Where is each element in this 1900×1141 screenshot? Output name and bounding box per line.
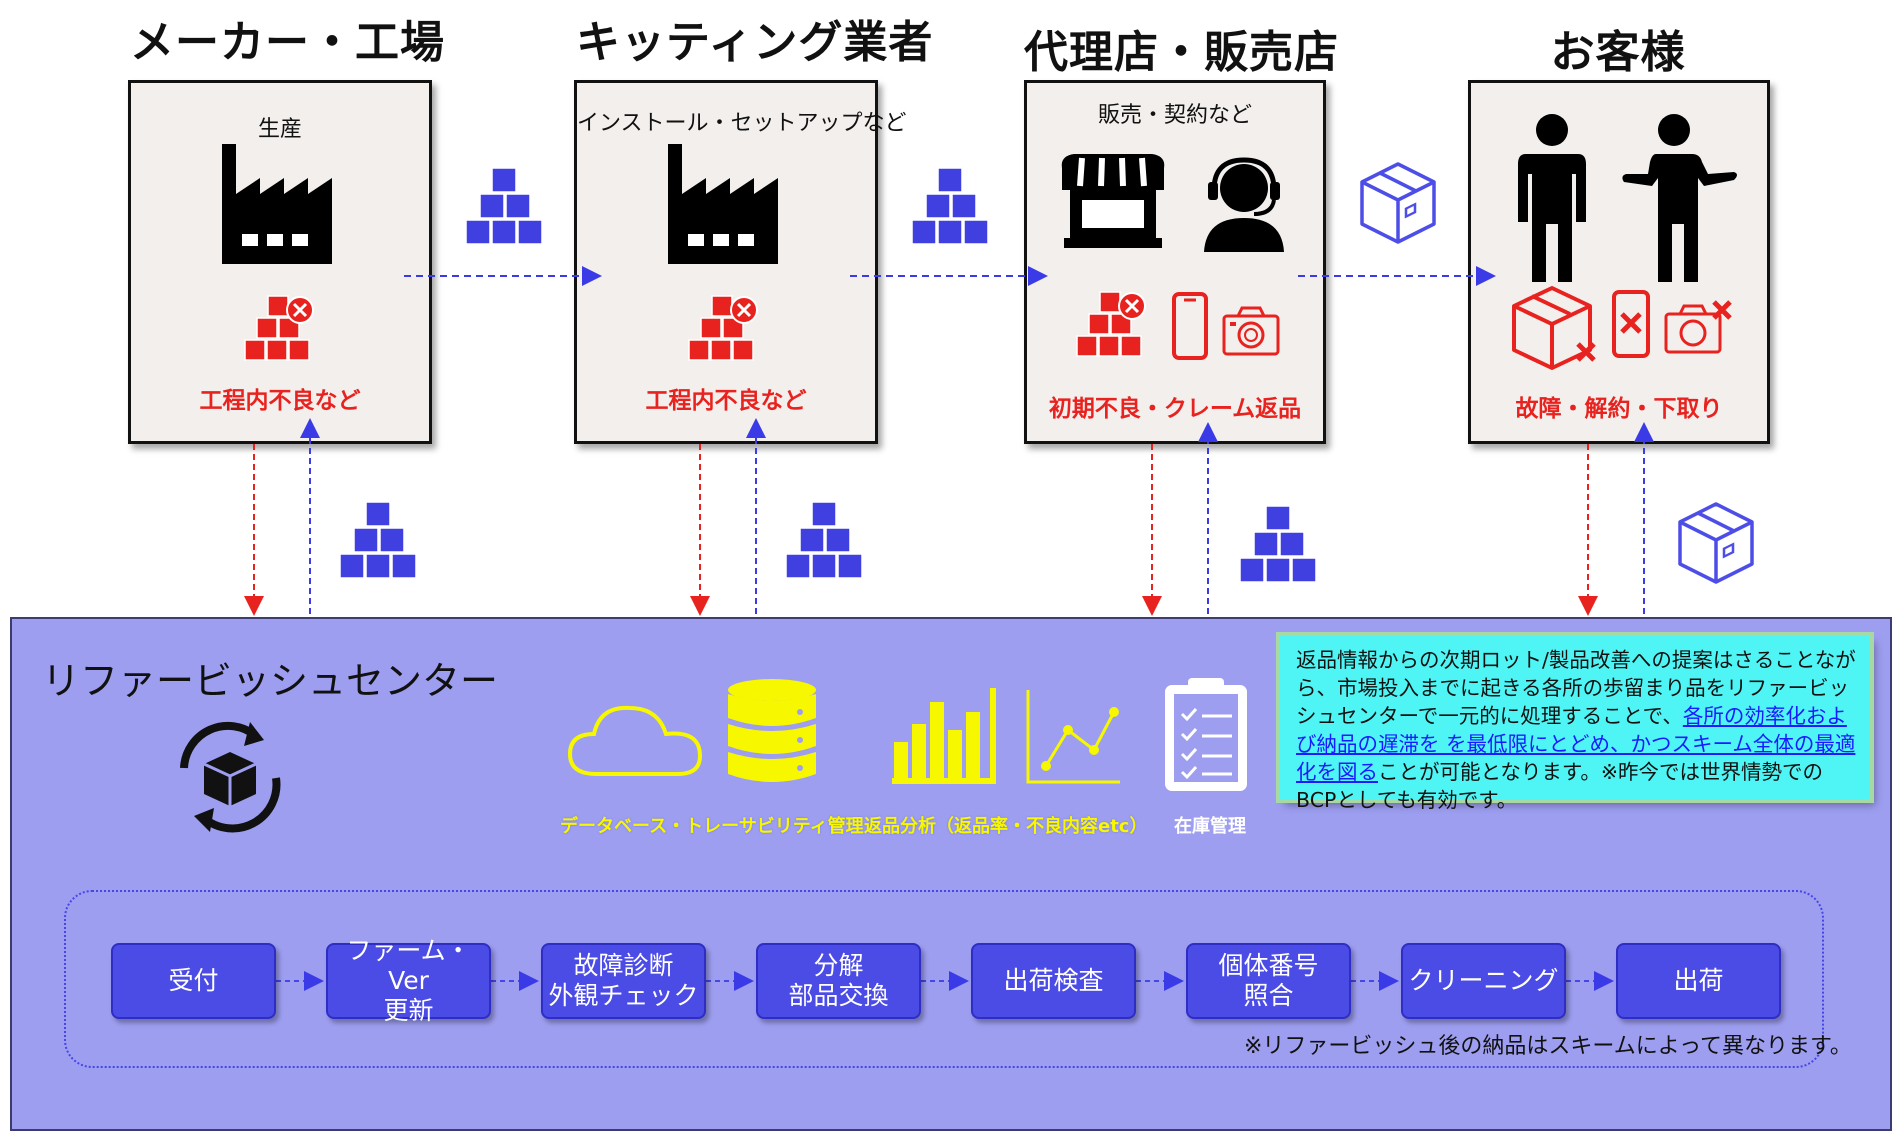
package-icon [1512, 286, 1596, 370]
person-icon [1518, 114, 1586, 282]
package-icon [1360, 162, 1436, 244]
cloud-icon [567, 705, 703, 776]
box-pyramid-icon [785, 501, 863, 579]
stage-box-dealer: 販売・契約など 初期不良・クレーム返品 [1024, 80, 1326, 444]
stage-subtitle: 生産 [257, 117, 302, 142]
box-pyramid-icon [339, 501, 417, 579]
box-error-icon [687, 294, 759, 362]
stage-title-maker: メーカー・工場 [130, 17, 445, 68]
stage-subtitle: 販売・契約など [1097, 103, 1252, 128]
box-error-icon [243, 294, 315, 362]
process-step-serial-check: 個体番号 照合 [1186, 943, 1351, 1019]
process-step-cleaning: クリーニング [1401, 943, 1566, 1019]
stage-issue: 工程内不良など [199, 388, 361, 414]
smartphone-icon [1172, 292, 1208, 360]
tool-label-database: データベース・トレーサビリティ管理 [560, 816, 864, 837]
stage-title-kitting: キッティング業者 [576, 17, 934, 68]
stage-title-customer: お客様 [1550, 27, 1686, 78]
refurbish-cycle-icon [180, 721, 281, 833]
stage-issue: 工程内不良など [645, 388, 807, 414]
process-step-reception: 受付 [111, 943, 276, 1019]
process-frame [64, 890, 1824, 1068]
note-text: 返品情報からの次期ロット/製品改善への提案はさることながら、市場投入までに起きる… [1296, 648, 1856, 728]
headset-operator-icon [1204, 157, 1284, 252]
note-text-end: ことが可能となります。※昨今では世界情勢でのBCPとしても有効です。 [1296, 760, 1824, 812]
person-icon [1622, 114, 1737, 282]
line-chart-icon [1026, 690, 1120, 784]
camera-icon [1664, 300, 1732, 354]
box-error-icon [1075, 290, 1147, 358]
footnote: ※リファービッシュ後の納品はスキームによって異なります。 [1244, 1034, 1852, 1059]
stage-title-dealer: 代理店・販売店 [1024, 27, 1339, 78]
stage-subtitle: インストール・セットアップなど [577, 111, 907, 136]
process-step-disassembly: 分解 部品交換 [756, 943, 921, 1019]
clipboard-checklist-icon [1165, 678, 1247, 791]
camera-icon [1222, 306, 1280, 356]
bar-chart-icon [892, 688, 996, 784]
database-icon [728, 679, 816, 782]
process-step-inspection: 出荷検査 [971, 943, 1136, 1019]
box-pyramid-icon [911, 167, 989, 245]
stage-issue: 故障・解約・下取り [1515, 396, 1723, 422]
store-icon [1061, 154, 1165, 248]
tool-label-inventory: 在庫管理 [1174, 816, 1246, 837]
process-step-shipping: 出荷 [1616, 943, 1781, 1019]
box-pyramid-icon [465, 167, 543, 245]
process-step-firmware: ファーム・Ver 更新 [326, 936, 491, 1025]
process-step-diagnosis: 故障診断 外観チェック [541, 943, 706, 1019]
factory-icon [668, 144, 778, 264]
factory-icon [222, 144, 332, 264]
package-icon [1678, 502, 1754, 584]
tool-label-analysis: 返品分析（返品率・不良内容etc） [864, 816, 1148, 837]
refurbish-center-title: リファービッシュセンター [42, 659, 499, 703]
note-highlight-link[interactable]: 各所の効率化および納品の遅滞を を最低限にとどめ、かつスキーム全体の最適化を図る [1296, 704, 1856, 784]
stage-issue: 初期不良・クレーム返品 [1048, 396, 1302, 422]
note-box: 返品情報からの次期ロット/製品改善への提案はさることながら、市場投入までに起きる… [1280, 636, 1870, 812]
smartphone-icon [1612, 290, 1650, 358]
stage-box-customer: 故障・解約・下取り [1468, 80, 1770, 444]
box-pyramid-icon [1239, 505, 1317, 583]
